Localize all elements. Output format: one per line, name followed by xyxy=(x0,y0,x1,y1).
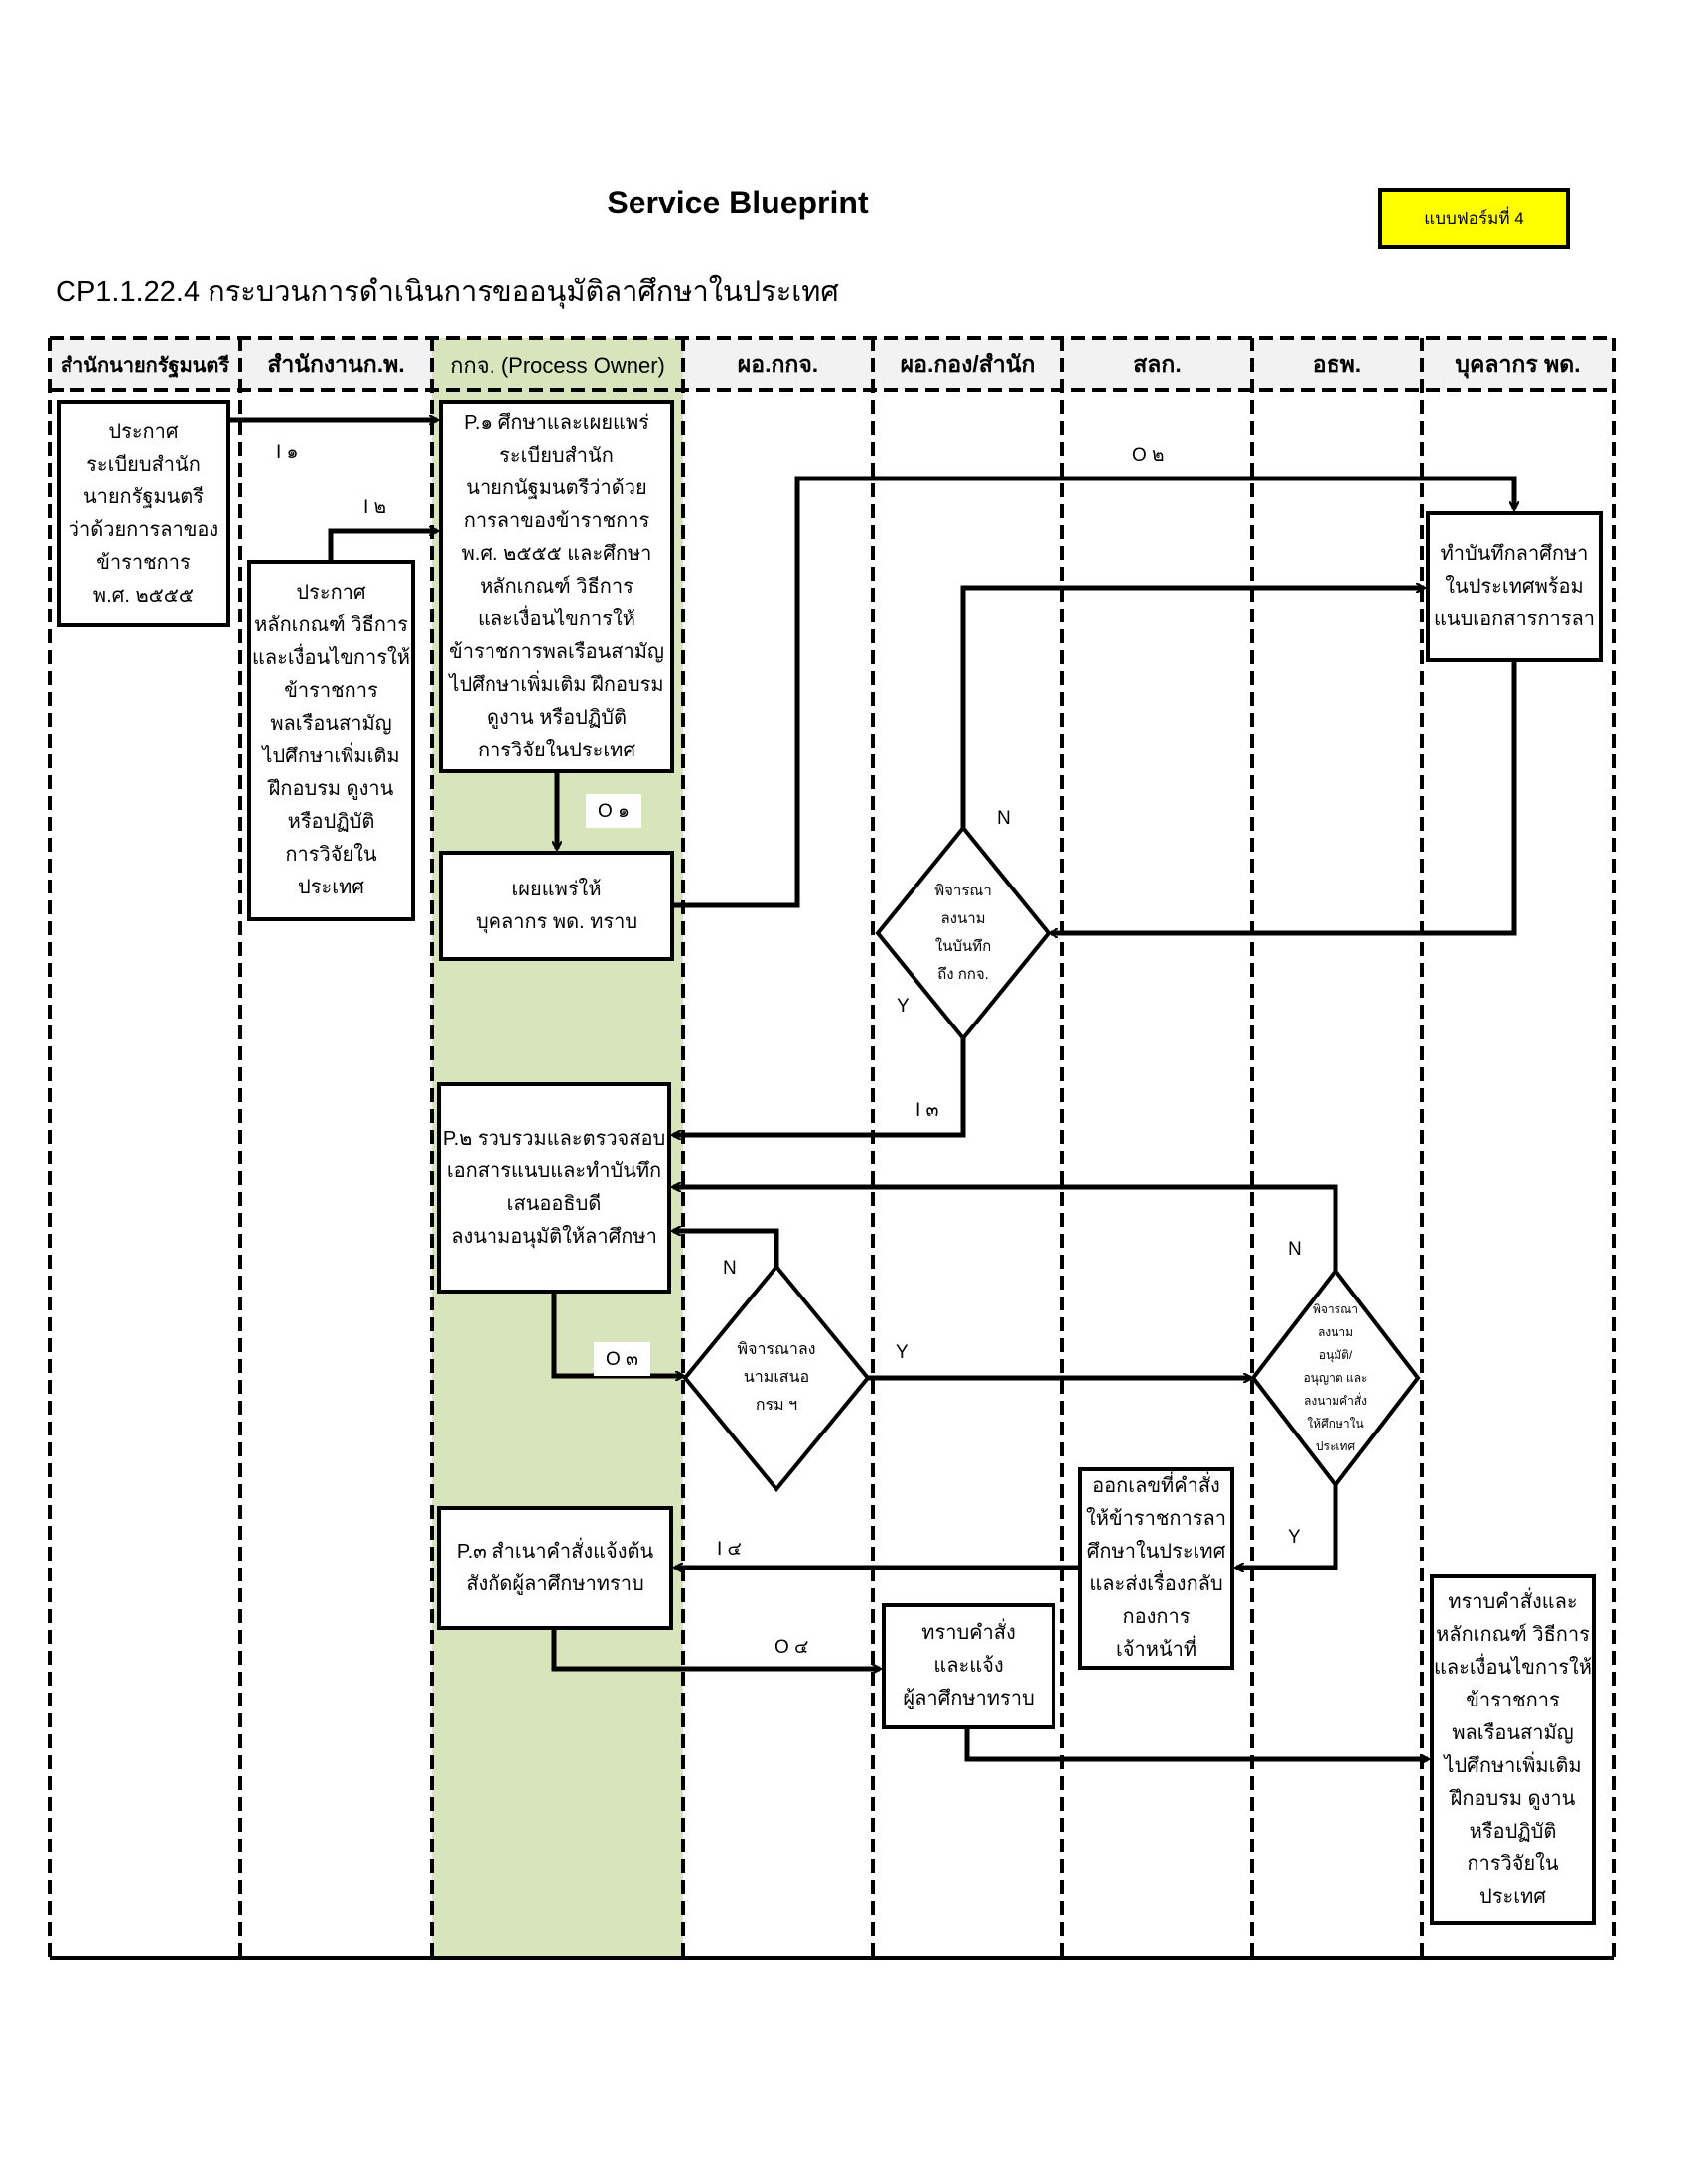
header-row-bg xyxy=(50,338,1614,390)
label-i3: I ๓ xyxy=(915,1100,939,1121)
box-ocsc-criteria: ประกาศ หลักเกณฑ์ วิธีการ และเงื่อนไขการใ… xyxy=(247,560,415,921)
arrow-o4 xyxy=(551,1630,880,1669)
lane-header-pm-office: สำนักนายกรัฐมนตรี xyxy=(60,355,230,377)
decision-d2 xyxy=(682,1263,871,1493)
decision-d1 xyxy=(875,824,1052,1042)
box-p2-collect: P.๒ รวบรวมและตรวจสอบ เอกสารแนบและทำบันทึ… xyxy=(437,1082,671,1294)
box-publish: เผยแพร่ให้ บุคลากร พด. ทราบ xyxy=(439,851,674,961)
arrow-d1-no xyxy=(960,588,1424,828)
box-p1-study: P.๑ ศึกษาและเผยแพร่ ระเบียบสำนัก นายกนัฐ… xyxy=(439,400,674,773)
label-d1-yes: Y xyxy=(897,996,910,1017)
label-o4: O ๔ xyxy=(774,1637,809,1658)
label-d3-yes: Y xyxy=(1288,1527,1301,1548)
label-o2: O ๒ xyxy=(1132,445,1165,466)
arrow-notify-to-final xyxy=(964,1729,1428,1759)
label-o3: O ๓ xyxy=(594,1342,651,1376)
decision-d2-text: พิจารณาลง นามเสนอ กรม ฯ xyxy=(737,1341,816,1414)
label-d2-yes: Y xyxy=(896,1342,909,1363)
label-d2-no: N xyxy=(723,1258,737,1279)
arrow-d2-no xyxy=(673,1231,779,1267)
lane-header-process-owner: กกจ. (Process Owner) xyxy=(450,352,665,378)
label-i4: I ๔ xyxy=(717,1539,742,1560)
box-pm-regulation: ประกาศ ระเบียบสำนัก นายกรัฐมนตรี ว่าด้วย… xyxy=(57,400,230,627)
form-number-badge: แบบฟอร์มที่ 4 xyxy=(1378,188,1570,249)
arrow-d3-yes xyxy=(1236,1485,1338,1568)
label-d1-no: N xyxy=(997,808,1011,829)
box-memo: ทำบันทึกลาศึกษา ในประเทศพร้อม แนบเอกสารก… xyxy=(1426,511,1603,662)
box-p3-copy: P.๓ สำเนาคำสั่งแจ้งต้น สังกัดผู้ลาศึกษาท… xyxy=(437,1506,673,1630)
decision-d3 xyxy=(1250,1267,1421,1489)
arrow-i3 xyxy=(673,1038,966,1135)
arrow-i2 xyxy=(328,531,437,560)
decision-d1-text: พิจารณา ลงนาม ในบันทึก ถึง กกจ. xyxy=(934,883,992,983)
label-i2: I ๒ xyxy=(363,497,387,518)
lane-header-staff: บุคลากร พด. xyxy=(1455,351,1581,377)
arrow-d3-no xyxy=(673,1187,1338,1271)
lane-dividers xyxy=(48,336,1616,1958)
box-final: ทราบคำสั่งและ หลักเกณฑ์ วิธีการ และเงื่อ… xyxy=(1430,1574,1596,1925)
lane-header-secretary: สลก. xyxy=(1133,351,1182,377)
arrow-memo-to-d1 xyxy=(1051,662,1517,933)
lane-header-director-general: อธพ. xyxy=(1312,351,1362,377)
box-notify: ทราบคำสั่ง และแจ้ง ผู้ลาศึกษาทราบ xyxy=(882,1603,1055,1729)
page-title: Service Blueprint xyxy=(607,185,869,220)
lane-header-director: ผอ.กกจ. xyxy=(737,351,819,377)
box-issue-order: ออกเลขที่คำสั่ง ให้ข้าราชการลา ศึกษาในปร… xyxy=(1078,1467,1234,1670)
arrow-o2 xyxy=(674,476,1514,908)
flow-arrows xyxy=(230,420,1514,1759)
label-d3-no: N xyxy=(1288,1239,1302,1260)
lane-header-ocsc: สำนักงานก.พ. xyxy=(267,351,405,377)
label-o1: O ๑ xyxy=(586,794,642,828)
decision-d3-text: พิจารณา ลงนาม อนุมัติ/ อนุญาต และ ลงนามค… xyxy=(1303,1301,1368,1453)
lane-header-division-director: ผอ.กอง/สำนัก xyxy=(900,351,1036,377)
process-subtitle: CP1.1.22.4 กระบวนการดำเนินการขออนุมัติลา… xyxy=(56,276,839,308)
arrow-o3 xyxy=(551,1294,683,1376)
label-i1: I ๑ xyxy=(276,442,299,463)
